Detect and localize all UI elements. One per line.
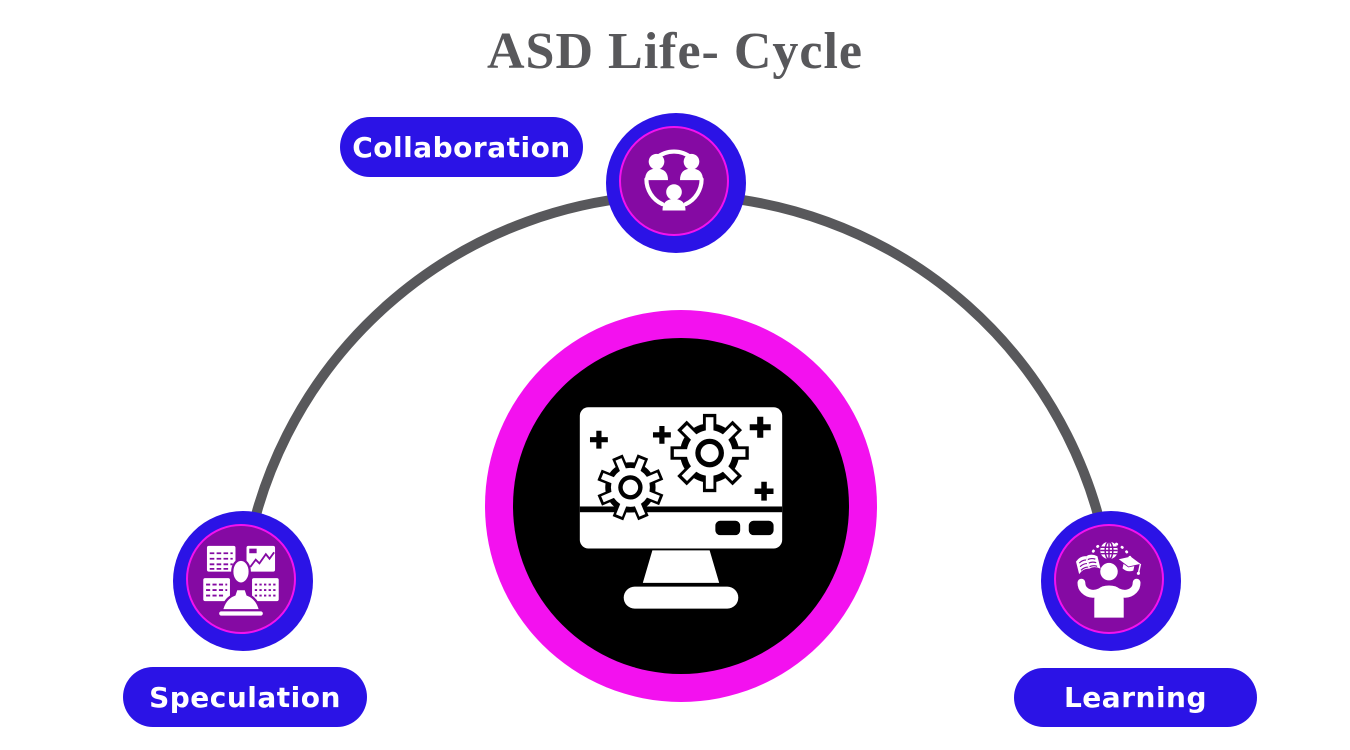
node-label-collaboration-text: Collaboration xyxy=(352,130,571,164)
node-label-speculation: Speculation xyxy=(123,667,367,727)
computer-gears-icon xyxy=(579,407,783,609)
people-network-icon xyxy=(644,149,704,211)
node-label-collaboration: Collaboration xyxy=(340,117,583,177)
node-label-learning-text: Learning xyxy=(1063,681,1208,714)
center-hub-ring xyxy=(485,310,877,702)
node-learning-circle xyxy=(1054,524,1164,634)
page-title: ASD Life- Cycle xyxy=(486,23,864,80)
analyst-workstation-icon xyxy=(203,545,279,618)
knowledge-juggler-icon xyxy=(1076,541,1142,618)
node-label-learning: Learning xyxy=(1014,668,1257,727)
node-speculation-circle xyxy=(186,524,296,634)
center-hub xyxy=(513,338,849,674)
node-collaboration xyxy=(606,113,746,253)
node-learning xyxy=(1041,511,1181,651)
node-speculation xyxy=(173,511,313,651)
node-collaboration-circle xyxy=(619,126,729,236)
node-label-speculation-text: Speculation xyxy=(149,680,341,714)
